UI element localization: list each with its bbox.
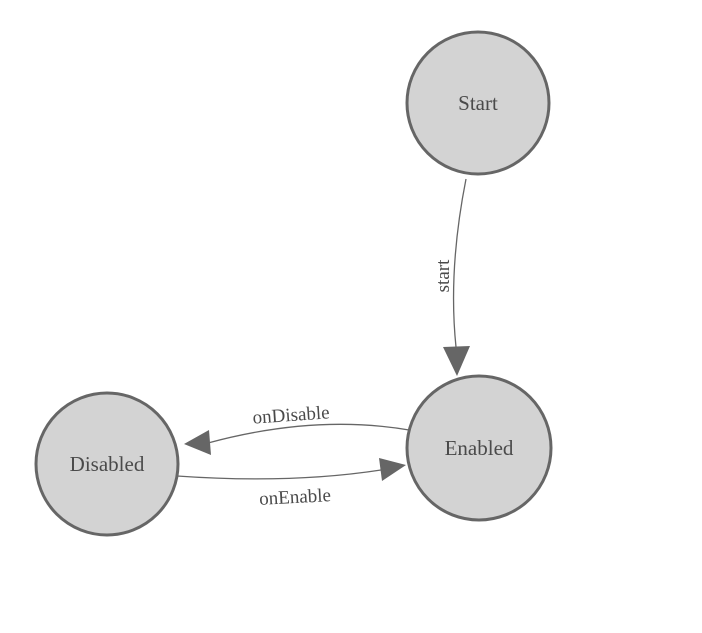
- edge-label-onenable: onEnable: [259, 485, 332, 510]
- node-label-enabled: Enabled: [445, 436, 514, 460]
- edge-enabled-to-disabled[interactable]: onDisable: [207, 402, 410, 444]
- node-circle-disabled[interactable]: [34, 391, 180, 537]
- edge-line-ondisable[interactable]: [207, 423, 410, 444]
- arrowhead-into-enabled-left: [379, 458, 406, 481]
- edge-start-to-enabled[interactable]: start: [433, 178, 467, 348]
- edge-line-onenable[interactable]: [176, 469, 382, 480]
- node-circle-start[interactable]: [405, 30, 551, 176]
- edge-line-start[interactable]: [452, 178, 467, 348]
- state-node-start[interactable]: Start: [405, 30, 551, 176]
- node-label-start: Start: [458, 91, 498, 115]
- node-circle-enabled[interactable]: [405, 374, 553, 522]
- state-node-disabled[interactable]: Disabled: [34, 391, 180, 537]
- arrowhead-into-disabled: [184, 430, 211, 455]
- state-node-enabled[interactable]: Enabled: [405, 374, 553, 522]
- arrowhead-into-enabled-top: [443, 346, 470, 376]
- edge-disabled-to-enabled[interactable]: onEnable: [176, 469, 382, 510]
- edge-label-start: start: [433, 259, 454, 292]
- node-label-disabled: Disabled: [70, 452, 145, 476]
